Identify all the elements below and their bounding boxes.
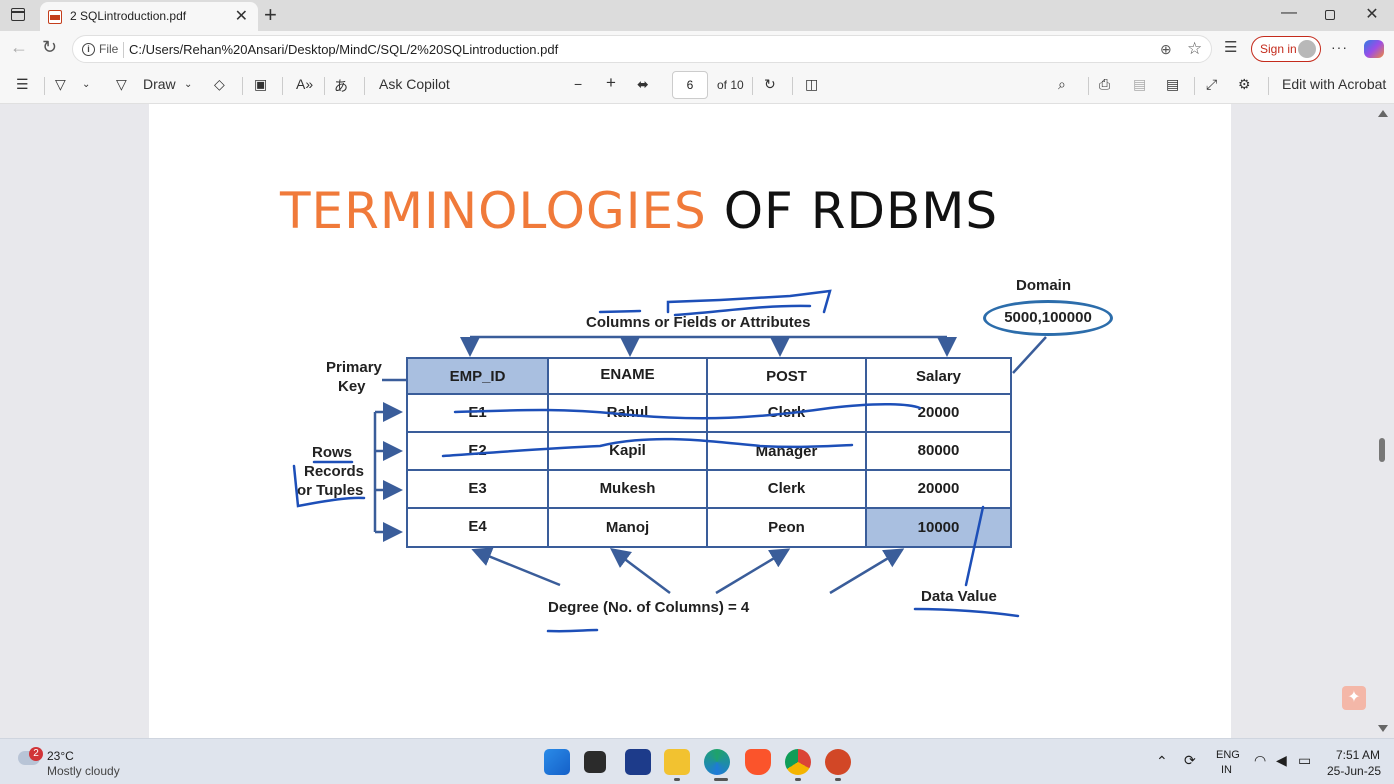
running-indicator	[795, 778, 801, 781]
handwritten-ink	[294, 291, 1018, 631]
ink-stroke	[675, 306, 810, 315]
windows-start-icon[interactable]	[544, 749, 570, 775]
ink-line	[966, 507, 983, 585]
clock-time[interactable]: 7:51 AM	[1336, 748, 1380, 762]
volume-icon[interactable]: ◀	[1276, 752, 1287, 769]
app-icon[interactable]	[625, 749, 651, 775]
ink-strikethrough	[455, 404, 920, 418]
degree-arrow	[716, 551, 786, 593]
degree-arrow	[830, 551, 900, 593]
sync-icon[interactable]: ⟳	[1184, 752, 1196, 769]
task-view-icon[interactable]	[584, 751, 606, 773]
ink-underline	[548, 630, 597, 631]
weather-description[interactable]: Mostly cloudy	[47, 764, 120, 778]
degree-arrow	[476, 551, 560, 585]
running-indicator	[674, 778, 680, 781]
ink-stroke	[600, 311, 640, 312]
diagram-arrows	[375, 337, 1046, 593]
brave-icon[interactable]	[745, 749, 771, 775]
domain-connector	[1013, 337, 1046, 373]
ink-underline	[915, 609, 1018, 616]
battery-icon[interactable]: ▭	[1298, 752, 1311, 769]
wifi-icon[interactable]: ◠	[1254, 752, 1266, 769]
ink-strikethrough	[443, 439, 852, 456]
weather-badge: 2	[29, 747, 43, 761]
edge-icon[interactable]	[704, 749, 730, 775]
language-1[interactable]: ENG	[1216, 749, 1240, 761]
powerpoint-icon[interactable]	[825, 749, 851, 775]
file-explorer-icon[interactable]	[664, 749, 690, 775]
degree-arrow	[614, 551, 670, 593]
chrome-icon[interactable]	[785, 749, 811, 775]
ink-underline	[294, 466, 364, 506]
running-indicator	[835, 778, 841, 781]
clock-date[interactable]: 25-Jun-25	[1327, 764, 1381, 778]
show-hidden-icon[interactable]: ⌃	[1156, 753, 1168, 770]
taskbar: 2 23°C Mostly cloudy ⌃ ⟳ ENG IN ◠ ◀ ▭ 7:…	[0, 738, 1394, 784]
active-indicator	[714, 778, 728, 781]
weather-temperature[interactable]: 23°C	[47, 749, 74, 763]
language-2[interactable]: IN	[1221, 764, 1232, 776]
